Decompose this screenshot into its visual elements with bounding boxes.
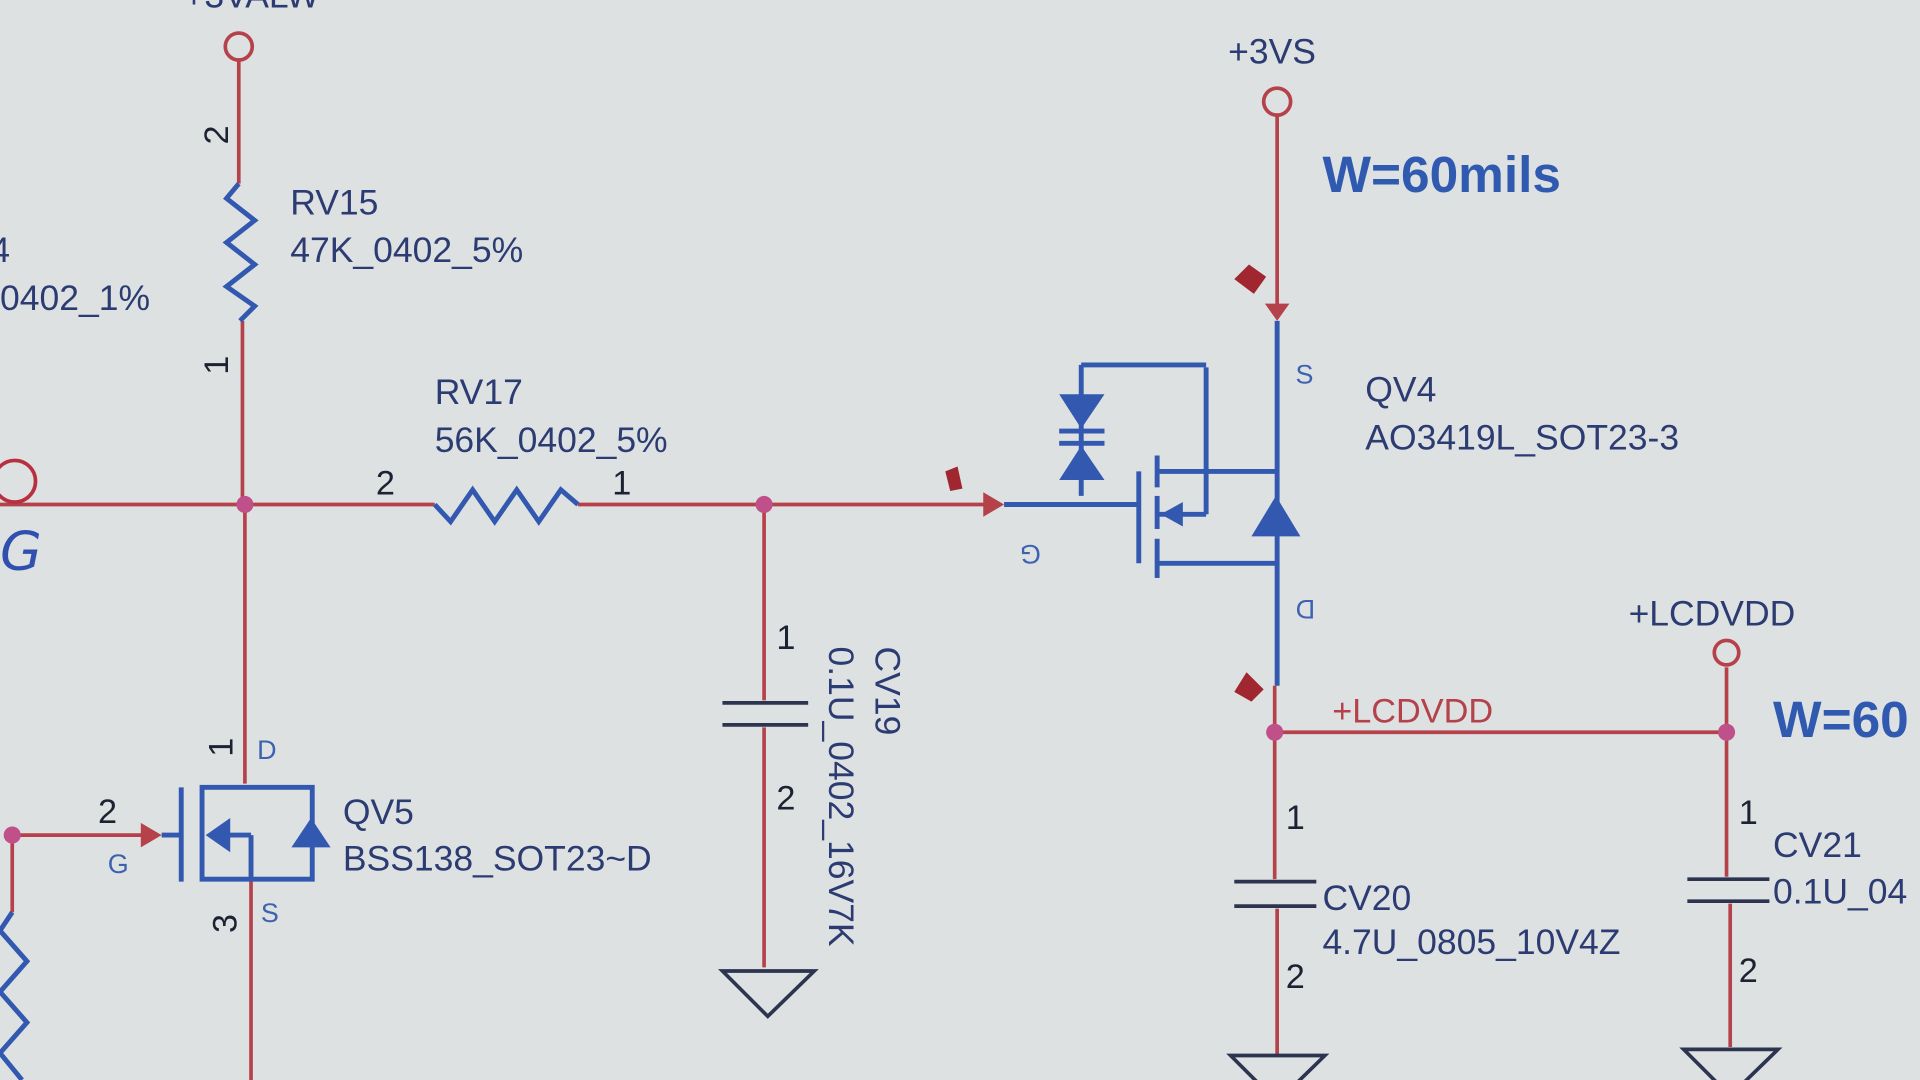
wires xyxy=(0,31,1741,1080)
value-label: 4.7U_0805_10V4Z xyxy=(1322,922,1620,962)
net-label: +LCDVDD xyxy=(1332,692,1493,730)
value-label: 0.1U_0402_16V7K xyxy=(821,647,861,947)
capacitor-cv19-icon xyxy=(722,701,809,727)
ref-label: QV4 xyxy=(1365,370,1436,410)
power-port-icon xyxy=(1261,86,1293,117)
ref-label: CV21 xyxy=(1773,825,1862,865)
value-label: 0402_1% xyxy=(0,278,150,318)
pin-number: 2 xyxy=(198,125,236,144)
pin-number: 3 xyxy=(206,914,244,933)
pin-number: 1 xyxy=(198,356,236,375)
ground-icon xyxy=(1226,1053,1330,1080)
ref-label: QV5 xyxy=(343,792,414,832)
power-label: +LCDVDD xyxy=(1629,594,1796,634)
mosfet-qv4-icon xyxy=(1004,320,1280,686)
ground-icon xyxy=(1679,1047,1783,1080)
pin-number: 2 xyxy=(1739,952,1758,990)
pin-number: 2 xyxy=(98,793,117,831)
resistor-rv15-icon xyxy=(222,182,259,323)
value-label: 47K_0402_5% xyxy=(290,230,523,270)
pin-label: S xyxy=(1296,359,1314,389)
power-label: +3VS xyxy=(1228,32,1316,72)
pin-label: S xyxy=(261,898,279,928)
value-label: 0.1U_04 xyxy=(1773,872,1907,912)
power-port-icon xyxy=(223,31,255,62)
value-label: AO3419L_SOT23-3 xyxy=(1365,417,1679,457)
value-label: 56K_0402_5% xyxy=(435,420,668,460)
pin-number: 1 xyxy=(203,738,241,757)
pin-number: 2 xyxy=(776,779,795,817)
capacitor-cv20-icon xyxy=(1234,879,1317,908)
ref-label: 4 xyxy=(0,230,10,270)
arrow-icon xyxy=(983,492,1005,517)
trace-note: W=60 xyxy=(1773,690,1909,748)
ref-label: CV19 xyxy=(868,647,908,736)
capacitor-cv21-icon xyxy=(1687,877,1770,904)
value-label: BSS138_SOT23~D xyxy=(343,839,652,879)
pin-number: 2 xyxy=(1286,958,1305,996)
resistor-rv17-icon xyxy=(432,485,580,526)
trace-note: W=60mils xyxy=(1322,145,1561,203)
pin-number: 2 xyxy=(376,465,395,503)
resistor-partial-icon xyxy=(0,910,31,1080)
power-label: +3VALW xyxy=(184,0,320,15)
power-port-icon xyxy=(1712,638,1741,667)
pin-label: G xyxy=(108,849,129,879)
handwritten-mark: G xyxy=(0,519,42,582)
pin-label: D xyxy=(257,735,276,765)
pin-number: 1 xyxy=(1286,799,1305,837)
pin-number: 1 xyxy=(776,619,795,657)
pin-label: D xyxy=(1296,594,1315,624)
pin-number: 1 xyxy=(612,465,631,503)
ref-label: CV20 xyxy=(1322,878,1411,918)
pin-number: 1 xyxy=(1739,794,1758,832)
mosfet-qv5-icon xyxy=(161,784,315,882)
pin-label: G xyxy=(1020,539,1041,569)
ref-label: RV15 xyxy=(290,182,378,222)
ground-icon xyxy=(718,969,819,1019)
ref-label: RV17 xyxy=(435,372,523,412)
